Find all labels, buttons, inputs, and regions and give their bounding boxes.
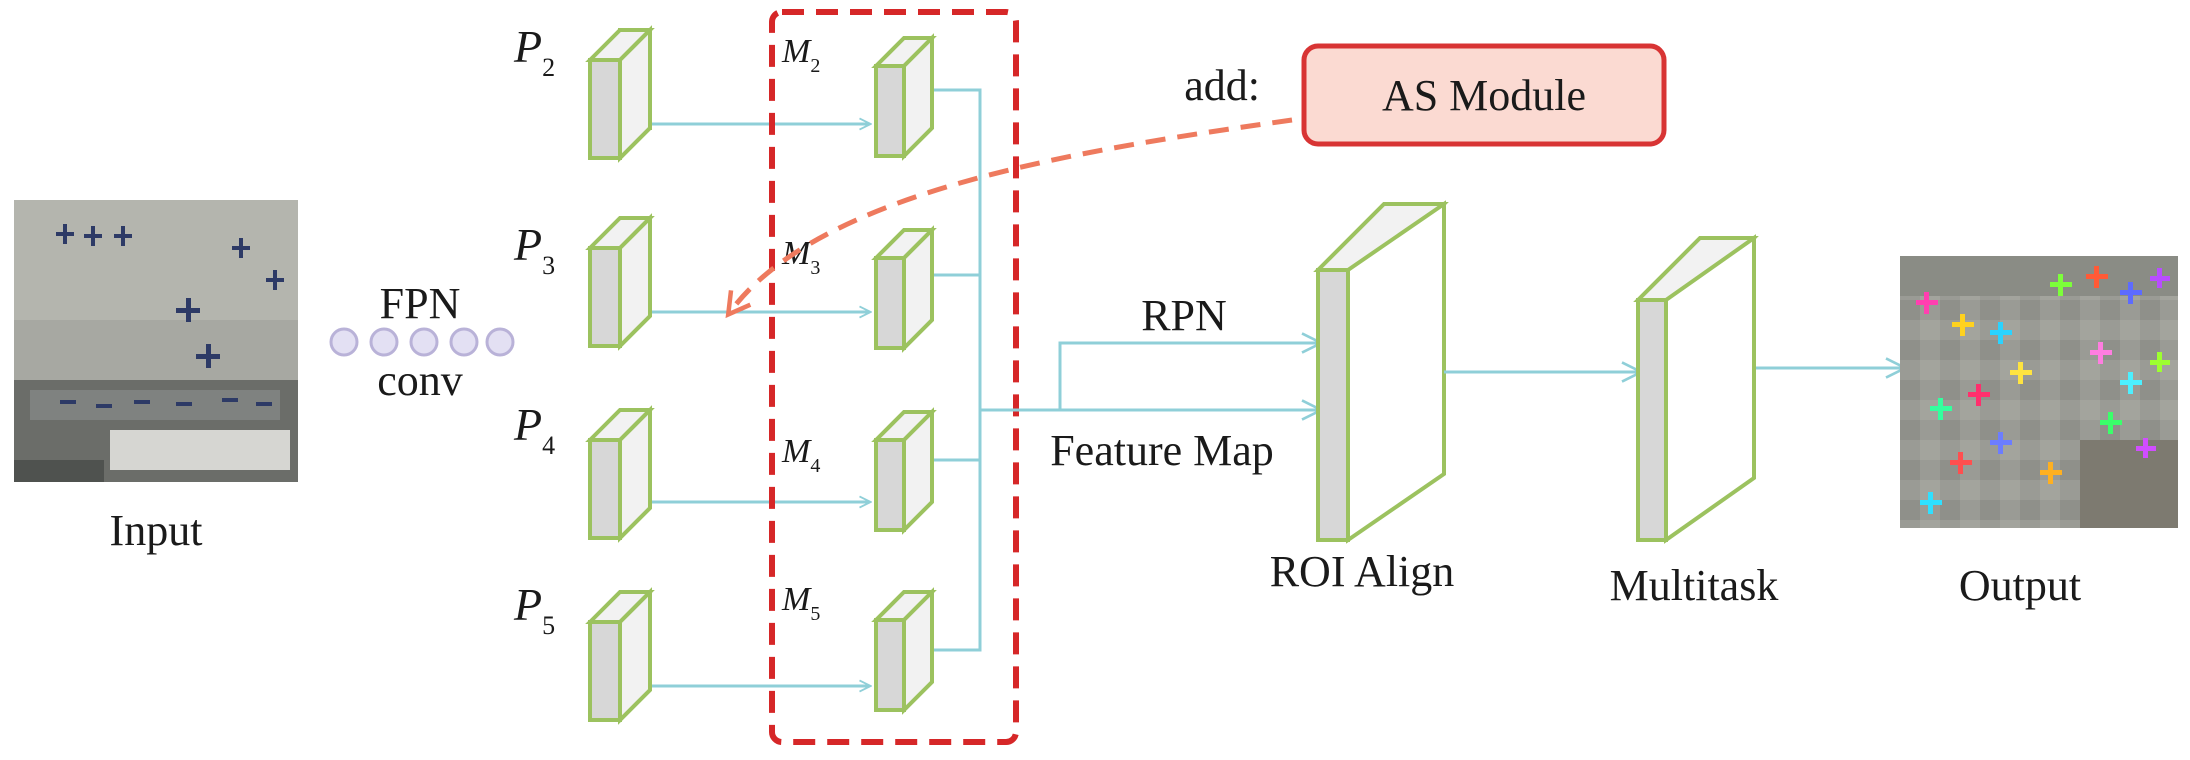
feature-map-label: Feature Map bbox=[1050, 426, 1274, 475]
m3-label: M3 bbox=[781, 235, 820, 279]
input-image bbox=[14, 200, 298, 482]
fpn-label: FPN bbox=[380, 279, 461, 328]
merged-m3: M3 bbox=[781, 225, 937, 353]
merged-m5: M5 bbox=[781, 581, 937, 715]
output-image bbox=[1900, 256, 2178, 528]
rpn-label: RPN bbox=[1141, 291, 1227, 340]
detection-masks bbox=[1916, 266, 2170, 514]
pyramid-p3: P3 bbox=[513, 213, 655, 351]
p3-label: P3 bbox=[513, 219, 555, 280]
multitask-block bbox=[1633, 234, 1759, 544]
roi-align-label: ROI Align bbox=[1270, 547, 1455, 596]
as-module-insert-arrow bbox=[725, 117, 1293, 319]
input-label: Input bbox=[110, 506, 203, 555]
add-label: add: bbox=[1184, 61, 1260, 110]
p4-label: P4 bbox=[513, 399, 555, 460]
multitask-label: Multitask bbox=[1610, 561, 1779, 610]
roi-align-block bbox=[1313, 200, 1449, 544]
conv-dots bbox=[329, 327, 515, 357]
rpn-arrow bbox=[1020, 343, 1320, 412]
p5-label: P5 bbox=[513, 579, 555, 640]
merged-m4: M4 bbox=[781, 407, 937, 535]
pyramid-p4: P4 bbox=[513, 399, 655, 543]
m4-label: M4 bbox=[781, 433, 820, 477]
pyramid-p5: P5 bbox=[513, 579, 655, 725]
m5-label: M5 bbox=[781, 581, 820, 625]
as-module-label: AS Module bbox=[1382, 71, 1586, 120]
merged-m2: M2 bbox=[781, 33, 937, 161]
conv-label: conv bbox=[377, 356, 463, 405]
lateral-arrows bbox=[652, 124, 870, 686]
m2-label: M2 bbox=[781, 33, 820, 77]
as-module-box bbox=[1301, 43, 1667, 147]
as-module-region bbox=[769, 9, 1019, 745]
output-label: Output bbox=[1959, 561, 2081, 610]
collector-lines bbox=[934, 88, 1020, 652]
aircraft-icons bbox=[56, 224, 284, 408]
p2-label: P2 bbox=[513, 21, 555, 82]
pyramid-p2: P2 bbox=[513, 21, 655, 163]
roi-inputs bbox=[1020, 343, 1320, 410]
